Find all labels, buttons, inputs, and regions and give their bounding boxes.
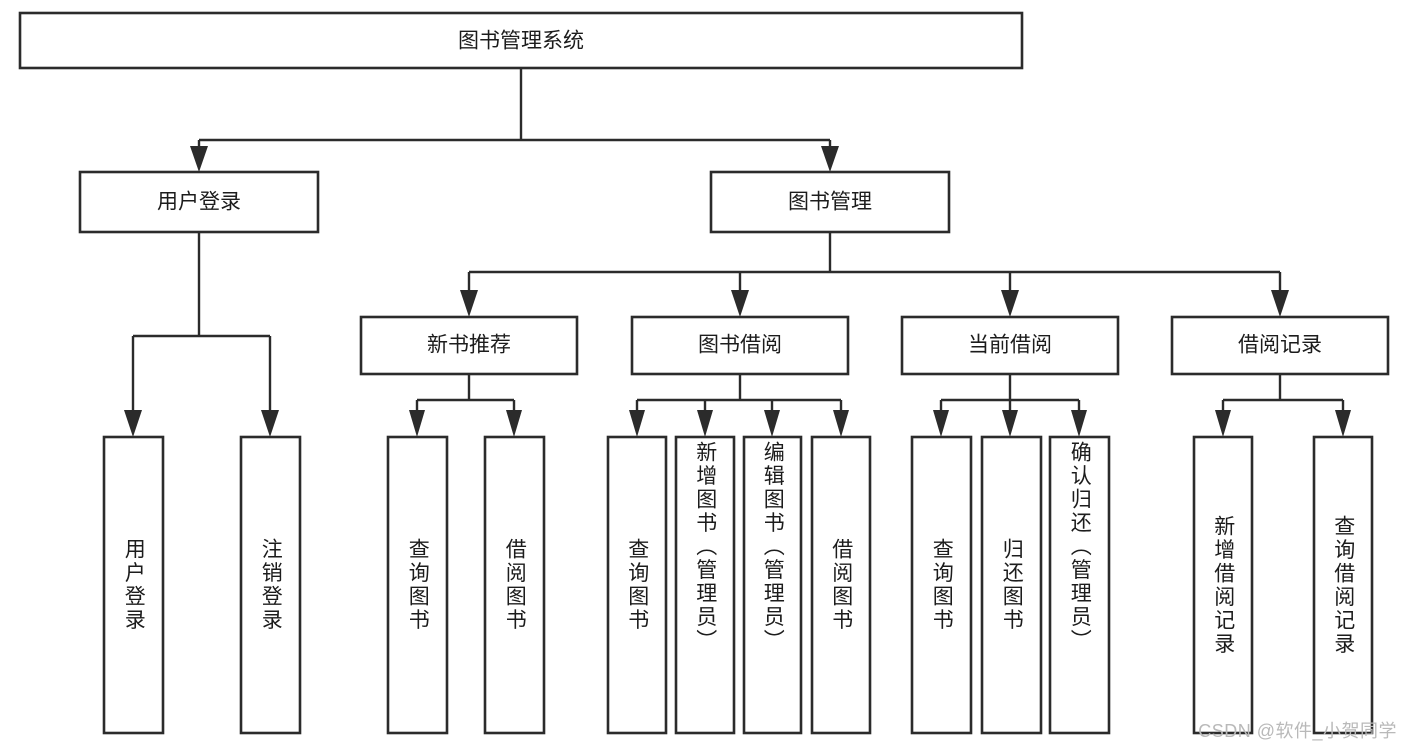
connector-user-login-to-leaves — [124, 232, 279, 437]
leaf-box-borrow-book-1[interactable] — [483, 435, 546, 735]
connector-current-borrow-to-leaves — [933, 374, 1087, 437]
node-borrow-record[interactable]: 借阅记录 — [1170, 315, 1390, 376]
node-book-manage-label: 图书管理 — [788, 191, 872, 214]
leaf-box-query-book-2[interactable] — [606, 435, 668, 735]
leaf-box-confirm-return-admin[interactable] — [1048, 435, 1111, 735]
node-user-login-label: 用户登录 — [157, 191, 241, 214]
leaf-box-add-borrow-record[interactable] — [1192, 435, 1254, 735]
node-root-system[interactable]: 图书管理系统 — [18, 11, 1024, 70]
node-user-login[interactable]: 用户登录 — [78, 170, 320, 234]
node-borrow-record-label: 借阅记录 — [1238, 334, 1322, 357]
leaf-box-return-book[interactable] — [980, 435, 1043, 735]
node-book-borrow[interactable]: 图书借阅 — [630, 315, 850, 376]
node-root-system-label: 图书管理系统 — [458, 30, 584, 53]
node-new-book-recommend-label: 新书推荐 — [427, 334, 511, 357]
leaf-box-edit-book-admin[interactable] — [742, 435, 803, 735]
leaf-box-borrow-book-2[interactable] — [810, 435, 872, 735]
arrow-head-user-login — [190, 146, 208, 172]
watermark: CSDN @软件_小贺同学 — [1198, 721, 1397, 741]
leaf-box-query-book-3[interactable] — [910, 435, 973, 735]
connector-book-borrow-to-leaves — [629, 374, 849, 437]
node-new-book-recommend[interactable]: 新书推荐 — [359, 315, 579, 376]
node-current-borrow-label: 当前借阅 — [968, 334, 1052, 357]
connector-borrow-record-to-leaves — [1215, 374, 1351, 437]
leaf-box-query-book-1[interactable] — [386, 435, 449, 735]
connector-root-to-level2 — [190, 68, 839, 172]
leaf-box-add-book-admin[interactable] — [674, 435, 736, 735]
connector-book-manage-to-level3 — [460, 232, 1289, 317]
leaf-box-query-borrow-record[interactable] — [1312, 435, 1374, 735]
leaf-box-user-login[interactable] — [102, 435, 165, 735]
connector-new-book-recommend-to-leaves — [409, 374, 522, 437]
node-current-borrow[interactable]: 当前借阅 — [900, 315, 1120, 376]
node-book-manage[interactable]: 图书管理 — [709, 170, 951, 234]
node-book-borrow-label: 图书借阅 — [698, 334, 782, 357]
arrow-head-book-manage — [821, 146, 839, 172]
leaf-box-logout-login[interactable] — [239, 435, 302, 735]
